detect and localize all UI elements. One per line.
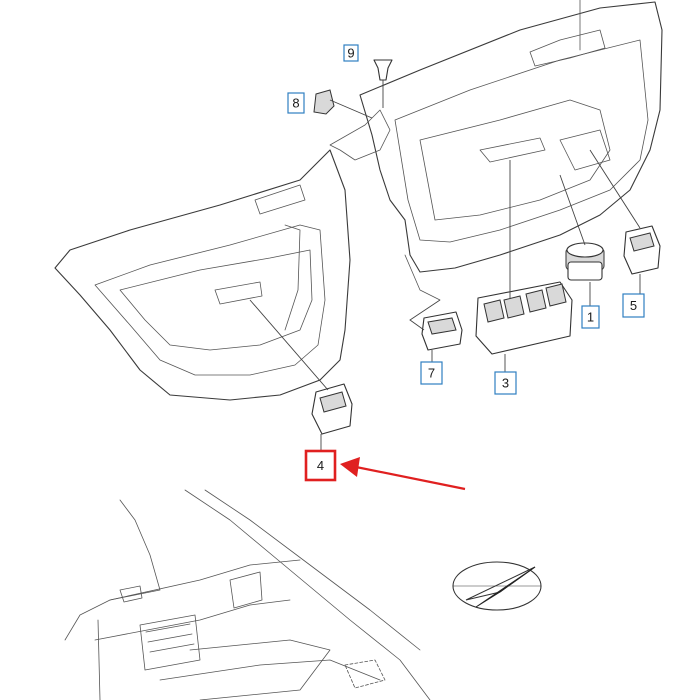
compass-orientation-icon [452,561,542,611]
callout-4-highlighted: 4 [304,449,337,482]
callout-8: 8 [287,92,305,114]
b-pillar-trim [329,109,391,161]
callout-1-label: 1 [587,310,594,325]
callout-3-label: 3 [502,376,509,391]
lower-interior-view [64,489,431,700]
red-pointer-arrow [340,457,466,491]
callout-9-label: 9 [347,46,354,61]
callout-8-label: 8 [292,96,299,111]
part-7-switch [409,299,463,362]
callout-5-label: 5 [630,298,637,313]
callout-7-label: 7 [428,366,435,381]
part-9-clip [373,59,393,108]
callout-3: 3 [494,371,517,395]
part-4-rear-window-switch [249,299,353,450]
rear-door-panel [54,149,351,401]
part-5-single-switch [589,149,661,294]
front-door-panel [359,0,663,301]
part-8-bracket [313,89,373,119]
callout-7: 7 [420,361,443,385]
part-1-mirror-switch [559,174,605,306]
callout-4-label: 4 [317,458,324,473]
callout-1: 1 [581,305,600,329]
callout-5: 5 [622,293,645,318]
callout-9: 9 [343,44,359,62]
part-3-master-switch [475,160,573,372]
